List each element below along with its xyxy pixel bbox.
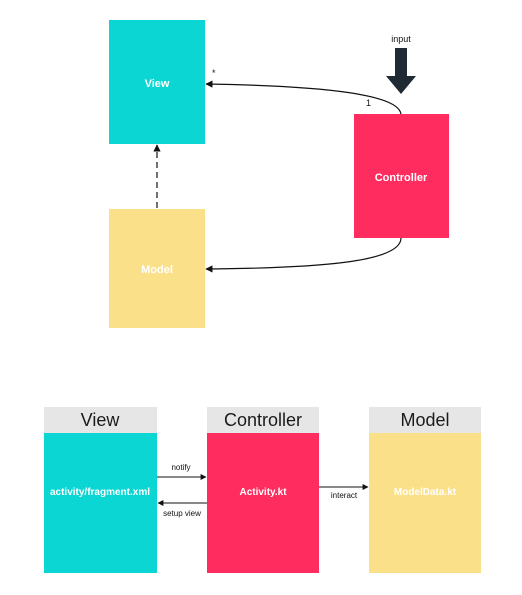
multiplicity-many: * — [212, 68, 216, 78]
bottom-model-body-label: ModelData.kt — [394, 487, 457, 498]
bottom-controller-box — [207, 433, 319, 573]
bottom-view-header-label: View — [81, 410, 121, 430]
bottom-model-header — [369, 407, 481, 433]
bottom-model-box — [369, 433, 481, 573]
bottom-view-body-label: activity/fragment.xml — [50, 487, 150, 498]
input-arrow-icon — [386, 48, 416, 94]
controller-to-view-arrow — [205, 80, 402, 115]
bottom-view-header — [44, 407, 157, 433]
setup-view-label: setup view — [163, 509, 201, 518]
input-label: input — [391, 34, 411, 44]
top-model-box — [109, 209, 205, 328]
bottom-diagram: View activity/fragment.xml Controller Ac… — [44, 407, 481, 573]
bottom-view-box — [44, 433, 157, 573]
bottom-controller-body-label: Activity.kt — [239, 487, 287, 498]
top-view-label: View — [145, 78, 170, 90]
top-controller-label: Controller — [375, 172, 428, 184]
notify-label: notify — [171, 463, 190, 472]
multiplicity-one: 1 — [366, 98, 371, 108]
interact-label: interact — [331, 491, 358, 500]
bottom-controller-header-label: Controller — [224, 410, 302, 430]
top-controller-box — [354, 114, 449, 238]
bottom-model-header-label: Model — [400, 410, 449, 430]
controller-to-model-arrow — [205, 237, 402, 273]
top-view-box — [109, 20, 205, 144]
top-diagram: View Controller Model input * 1 — [109, 20, 449, 328]
bottom-controller-header — [207, 407, 319, 433]
top-model-label: Model — [141, 264, 173, 276]
